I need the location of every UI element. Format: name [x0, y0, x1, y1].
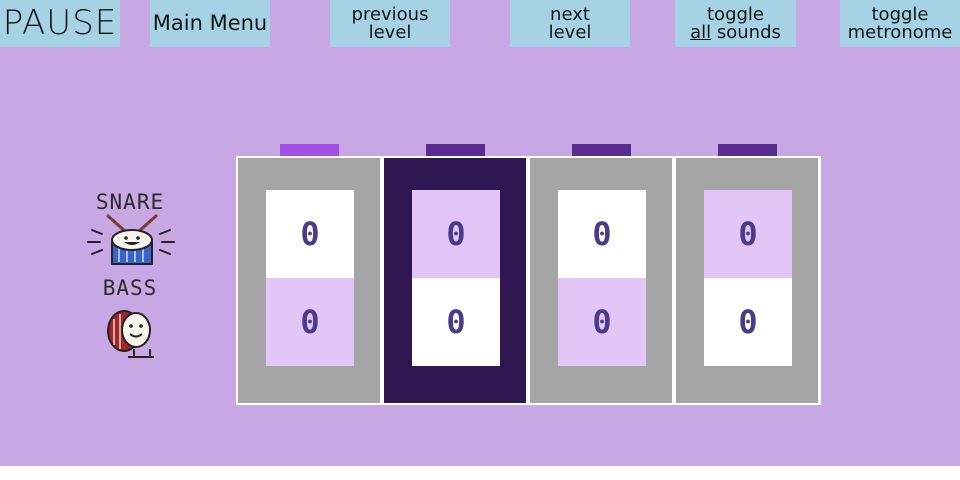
toggle-sounds-line-2: all sounds — [690, 21, 781, 43]
bass-cell[interactable]: 0 — [704, 278, 792, 366]
beat-marker-1 — [280, 144, 339, 156]
toggle-sounds-sounds-word: sounds — [716, 21, 781, 43]
beat-column-3[interactable]: 0 0 — [530, 158, 672, 403]
previous-level-button[interactable]: previous level — [330, 0, 450, 47]
bass-drum-icon — [107, 310, 154, 358]
bass-cell[interactable]: 0 — [558, 278, 646, 366]
next-level-line-1: next — [550, 4, 590, 26]
previous-level-line-1: previous — [351, 4, 429, 26]
toggle-metronome-button[interactable]: toggle metronome — [840, 0, 960, 47]
main-menu-label: Main Menu — [152, 10, 268, 35]
next-level-button[interactable]: next level — [510, 0, 630, 47]
toggle-metronome-line-2: metronome — [847, 21, 953, 43]
next-level-line-2: level — [548, 21, 592, 43]
sequencer-board: 0 0 0 0 0 0 0 0 — [236, 156, 821, 405]
pause-button[interactable]: PAUSE — [0, 0, 120, 47]
beat-column-4[interactable]: 0 0 — [676, 158, 818, 403]
beat-marker-3 — [572, 144, 631, 156]
toggle-sounds-all-word: all — [690, 21, 712, 43]
beat-column-1[interactable]: 0 0 — [238, 158, 380, 403]
snare-drum-icon — [87, 214, 175, 265]
bass-label: BASS — [102, 276, 158, 300]
snare-label: SNARE — [95, 190, 165, 214]
bass-cell[interactable]: 0 — [266, 278, 354, 366]
snare-cell[interactable]: 0 — [704, 190, 792, 278]
toggle-metronome-line-1: toggle — [871, 4, 929, 26]
beat-marker-2 — [426, 144, 485, 156]
snare-cell[interactable]: 0 — [412, 190, 500, 278]
beat-column-2[interactable]: 0 0 — [384, 158, 526, 403]
snare-cell[interactable]: 0 — [266, 190, 354, 278]
beat-marker-4 — [718, 144, 777, 156]
toggle-sounds-line-1: toggle — [707, 4, 764, 26]
pause-label: PAUSE — [2, 3, 118, 44]
game-stage: PAUSE Main Menu previous level next leve… — [0, 0, 960, 466]
previous-level-line-2: level — [368, 21, 412, 43]
bass-cell[interactable]: 0 — [412, 278, 500, 366]
main-menu-button[interactable]: Main Menu — [150, 0, 270, 47]
snare-cell[interactable]: 0 — [558, 190, 646, 278]
toggle-all-sounds-button[interactable]: toggle all sounds — [675, 0, 796, 47]
